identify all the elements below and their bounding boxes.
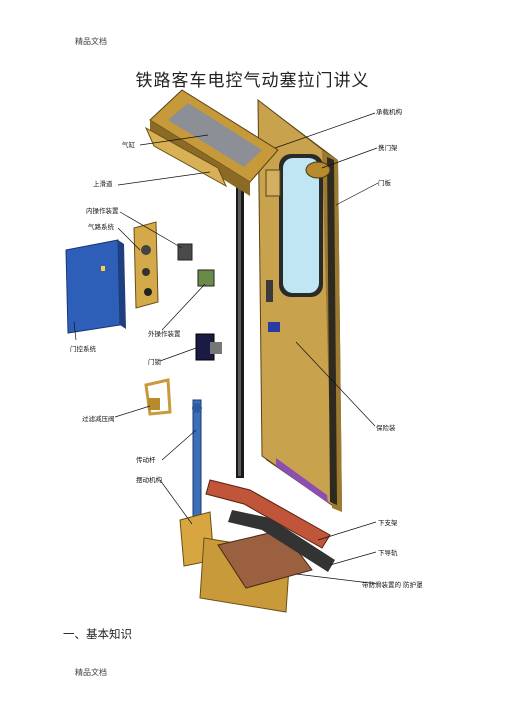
door-lock-part <box>195 333 222 361</box>
lower-frame-part <box>205 479 331 549</box>
door-control-panel <box>65 239 126 334</box>
document-title: 铁路客车电控气动塞拉门讲义 <box>135 71 370 91</box>
filter-regulator-part <box>144 378 172 416</box>
pneumatic-board <box>133 221 159 309</box>
door-leaf-panel <box>257 98 342 512</box>
label-door-frame: 携门架 <box>378 143 398 152</box>
label-swing-arm: 摆动机构 <box>136 475 163 484</box>
label-cylinder: 气缸 <box>122 140 136 149</box>
label-control: 门控系统 <box>70 344 97 353</box>
label-anti-pinch: 保险装 <box>376 423 396 432</box>
inner-handle-part <box>177 243 193 261</box>
upper-rail-part <box>144 126 228 188</box>
label-pedal: 带防滑装置的 防护罩 <box>362 580 423 589</box>
lower-rail-part <box>228 510 335 572</box>
label-lock: 门锁 <box>148 357 162 366</box>
label-upper-rail: 上滑道 <box>93 179 113 188</box>
label-lower-rail: 下导轨 <box>378 548 398 557</box>
label-filter: 过滤减压阀 <box>82 414 115 423</box>
label-lower-frame: 下支架 <box>378 518 398 527</box>
label-outer-handle: 外操作装置 <box>148 329 181 338</box>
label-inner-handle: 内操作装置 <box>86 206 119 215</box>
label-carrier: 承载机构 <box>376 107 403 116</box>
label-pneumatic: 气路系统 <box>88 222 115 231</box>
section-heading: 一、基本知识 <box>63 627 132 641</box>
label-shaft: 传动杆 <box>136 455 156 464</box>
drive-shaft-part <box>192 399 202 519</box>
outer-handle-part <box>197 269 215 287</box>
label-door-leaf: 门板 <box>378 178 392 187</box>
page-footer: 精品文档 <box>75 668 107 677</box>
page-header: 精品文档 <box>75 37 107 46</box>
